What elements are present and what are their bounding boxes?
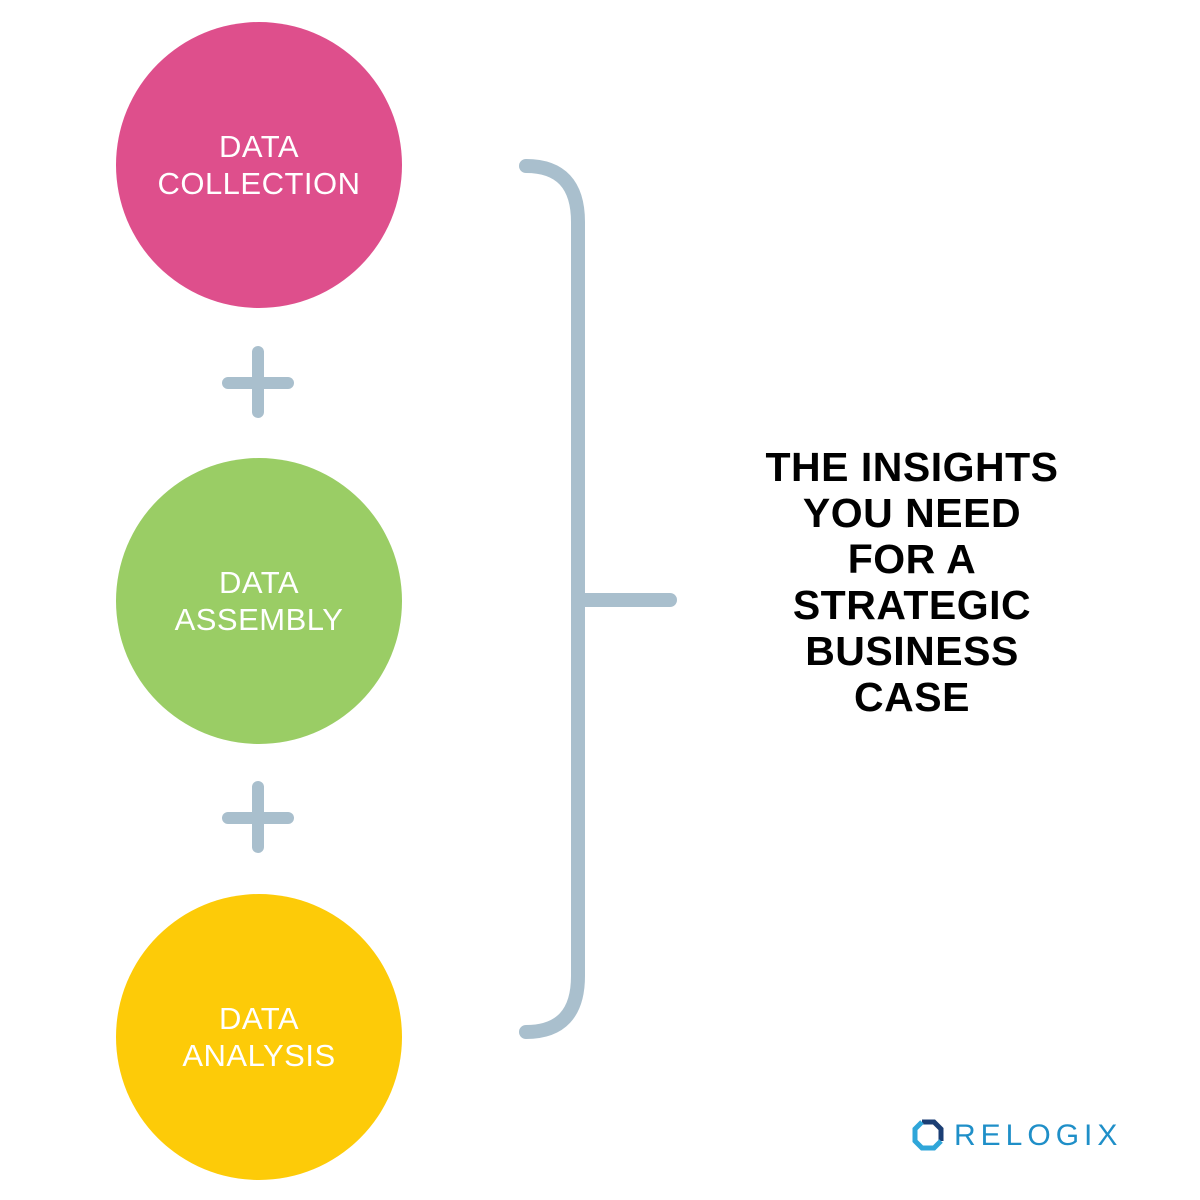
result-line: FOR A xyxy=(847,536,977,582)
result-line: THE INSIGHTS xyxy=(765,444,1059,490)
relogix-logo: RELOGIX xyxy=(912,1118,1122,1154)
bracket-path xyxy=(519,159,585,1039)
result-line: YOU NEED xyxy=(802,490,1022,536)
result-line: CASE xyxy=(854,674,970,720)
data-assembly-label-line1: DATA xyxy=(218,565,300,600)
data-collection-circle: DATA COLLECTION xyxy=(116,22,402,308)
plus-icon-vertical xyxy=(252,346,264,418)
data-analysis-label-line2: ANALYSIS xyxy=(182,1038,336,1073)
result-headline: THE INSIGHTS YOU NEED FOR A STRATEGIC BU… xyxy=(712,444,1112,720)
data-analysis-label-line1: DATA xyxy=(218,1001,300,1036)
plus-operator-2 xyxy=(222,781,294,853)
data-analysis-circle: DATA ANALYSIS xyxy=(116,894,402,1180)
data-assembly-circle: DATA ASSEMBLY xyxy=(116,458,402,744)
data-collection-label-line1: DATA xyxy=(218,129,300,164)
octagon-ring-icon xyxy=(912,1119,944,1151)
data-collection-label-line2: COLLECTION xyxy=(157,166,361,201)
result-line: STRATEGIC xyxy=(792,582,1032,628)
result-line: BUSINESS xyxy=(805,628,1019,674)
data-assembly-label-line2: ASSEMBLY xyxy=(174,602,344,637)
plus-operator-1 xyxy=(222,346,294,418)
plus-icon-vertical xyxy=(252,781,264,853)
logo-wordmark: RELOGIX xyxy=(954,1119,1123,1152)
